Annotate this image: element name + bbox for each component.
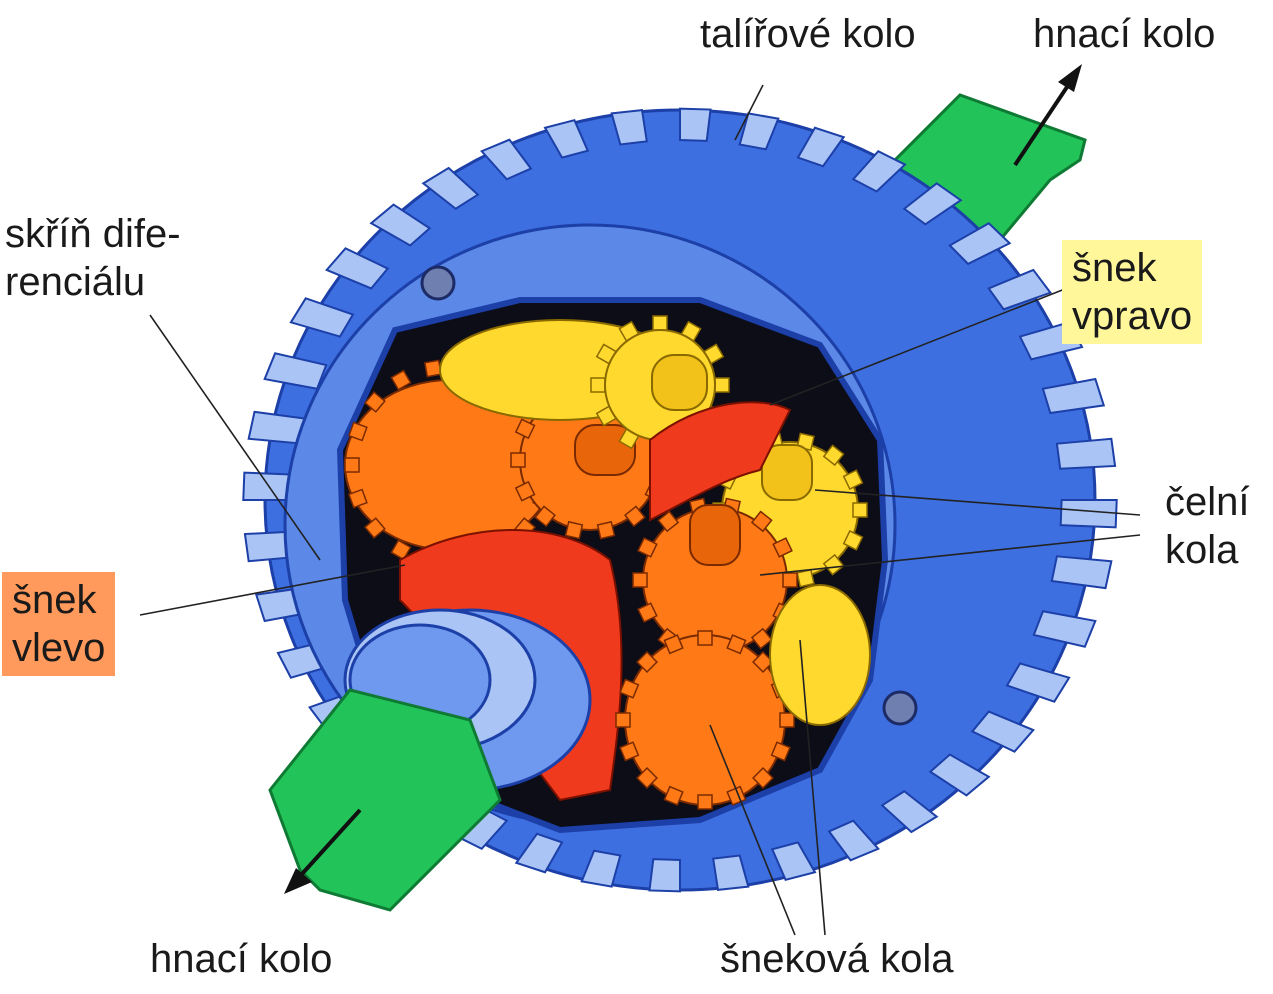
label-housing-line1: skříň dife-	[5, 210, 181, 258]
gear-tooth	[698, 795, 712, 809]
label-worm-right-line1: šnek	[1072, 244, 1192, 292]
label-worm-left: šnek vlevo	[2, 572, 115, 676]
gear-tooth	[511, 453, 525, 467]
gear-tooth	[780, 713, 794, 727]
worm-gear-bottom-orange	[616, 631, 794, 809]
ring-gear-tooth	[1061, 500, 1117, 527]
gear-tooth	[345, 458, 359, 472]
label-housing: skříň dife- renciálu	[5, 210, 181, 306]
ring-gear-tooth	[649, 859, 680, 891]
gear-tooth	[715, 378, 729, 392]
label-ring-gear: talířové kolo	[700, 10, 916, 58]
gear-tooth	[591, 378, 605, 392]
worm-gear-right-yellow	[770, 585, 870, 725]
label-worm-left-line1: šnek	[12, 576, 105, 624]
gear-tooth	[598, 522, 615, 539]
gear-tooth	[616, 713, 630, 727]
ring-gear-tooth	[1057, 439, 1115, 469]
label-spur-gears-line1: čelní	[1165, 478, 1250, 526]
gear-tooth	[783, 573, 797, 587]
label-worm-left-line2: vlevo	[12, 624, 105, 672]
label-drive-wheel-top: hnací kolo	[1033, 10, 1215, 58]
label-spur-gears: čelní kola	[1165, 478, 1250, 574]
gear-tooth	[797, 570, 814, 587]
ring-gear-tooth	[680, 109, 711, 141]
label-worm-right: šnek vpravo	[1062, 240, 1202, 344]
bolt-hole	[884, 692, 916, 724]
label-spur-gears-line2: kola	[1165, 526, 1250, 574]
bolt-hole	[422, 267, 454, 299]
gear-tooth	[653, 316, 667, 330]
label-housing-line2: renciálu	[5, 258, 181, 306]
gear-tooth	[853, 503, 867, 517]
label-worm-right-line2: vpravo	[1072, 292, 1192, 340]
label-worm-gears: šneková kola	[720, 935, 953, 983]
gear-tooth	[633, 573, 647, 587]
gear-shaft-stub	[652, 355, 707, 410]
label-drive-wheel-bottom: hnací kolo	[150, 935, 332, 983]
gear-tooth	[698, 631, 712, 645]
gear-shaft-stub	[690, 505, 740, 565]
gear-tooth	[425, 360, 441, 376]
gear-shaft-stub	[762, 445, 812, 500]
gear-tooth	[566, 522, 583, 539]
